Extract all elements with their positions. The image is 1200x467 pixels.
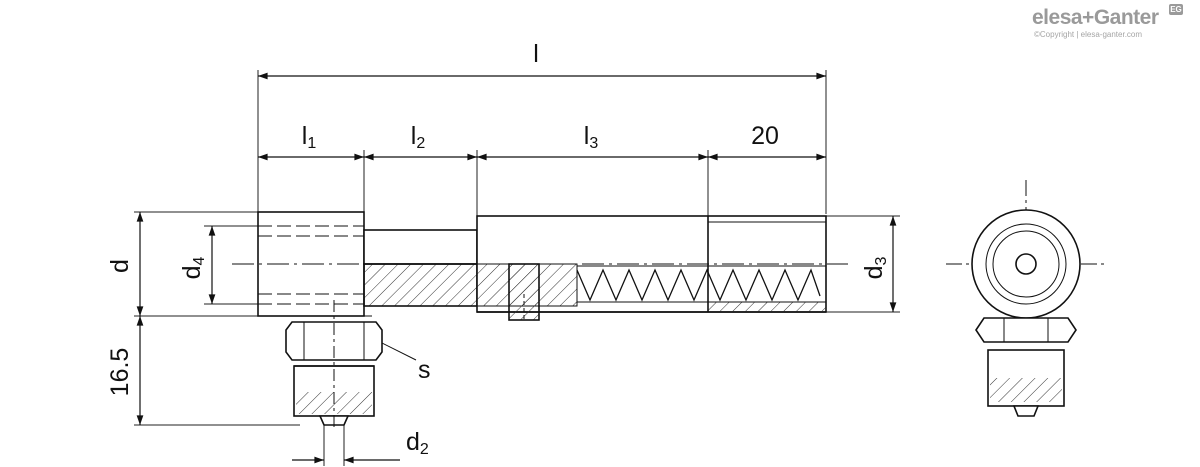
label-l: l	[533, 40, 539, 68]
body-section-thread	[707, 301, 827, 313]
extension-lines	[134, 70, 900, 466]
dimension-lines	[136, 72, 897, 464]
side-pin-hole	[1015, 253, 1037, 275]
label-d2: d2	[406, 428, 429, 458]
brand-badge: EG	[1169, 4, 1183, 15]
brand-logo: elesa+Ganter EG ©Copyright | elesa-gante…	[1032, 4, 1183, 40]
label-d4: d4	[178, 257, 208, 280]
brand-name: elesa+Ganter	[1032, 6, 1159, 29]
label-16-5: 16.5	[106, 348, 134, 397]
brand-copyright: ©Copyright | elesa-ganter.com	[1034, 30, 1143, 39]
spring	[576, 268, 821, 302]
dimension-labels: l l1 l2 l3 20 d d4 d3 16.5 s d2	[106, 40, 890, 458]
label-l2: l2	[411, 122, 426, 152]
label-d3: d3	[860, 257, 890, 280]
front-view	[232, 211, 848, 430]
plunger-pin	[363, 229, 478, 265]
plunger-pin-section	[363, 263, 478, 307]
side-nut	[975, 317, 1077, 343]
label-d: d	[106, 259, 134, 273]
label-20: 20	[751, 122, 779, 150]
side-knob-tip	[1012, 405, 1040, 417]
label-s: s	[418, 356, 431, 384]
label-l3: l3	[584, 122, 599, 152]
leader-s	[379, 341, 417, 361]
label-l1: l1	[302, 122, 317, 152]
side-view	[946, 180, 1104, 417]
